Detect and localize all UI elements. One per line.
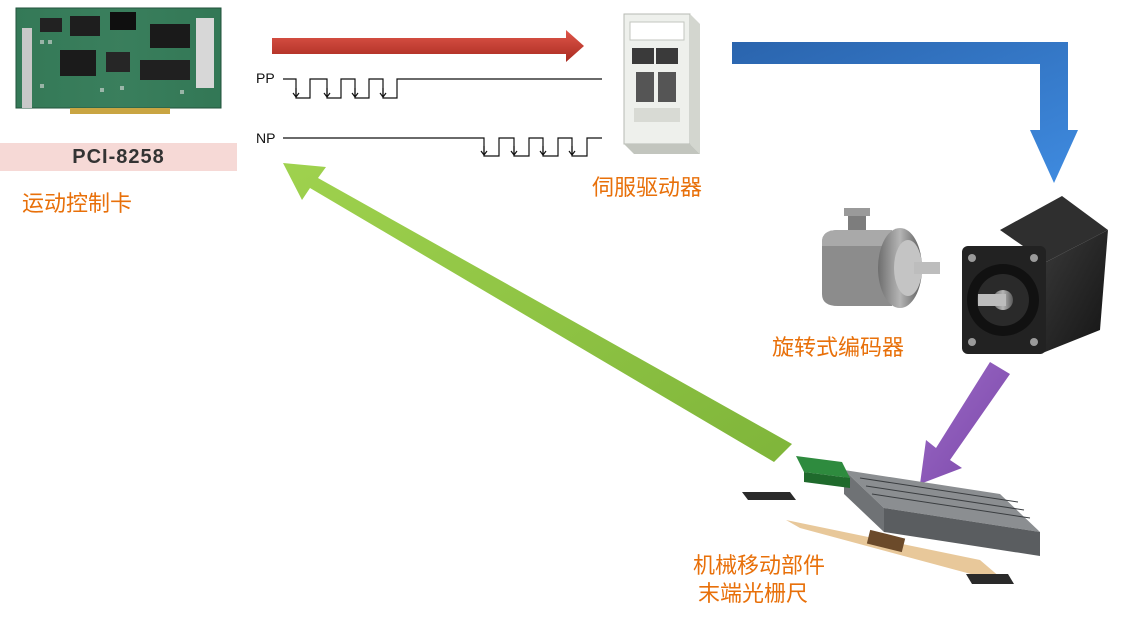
pp-pulse-train xyxy=(283,78,602,99)
servo-motor-image xyxy=(962,196,1108,354)
feedback-arrow-green xyxy=(283,163,792,462)
mechanism-label-line1: 机械移动部件 xyxy=(693,554,826,579)
np-pulse-train xyxy=(283,137,602,157)
pci-card-image xyxy=(15,7,222,114)
servo-driver-label: 伺服驱动器 xyxy=(592,176,703,201)
motion-card-label: 运动控制卡 xyxy=(22,192,133,217)
servo-driver-image xyxy=(623,13,700,154)
np-signal-label: NP xyxy=(256,130,276,146)
rotary-encoder-label: 旋转式编码器 xyxy=(772,336,905,361)
pp-signal-label: PP xyxy=(256,70,275,86)
card-model-caption: PCI-8258 xyxy=(0,143,237,171)
command-arrow-red xyxy=(272,30,584,62)
linear-stage-image xyxy=(742,456,1040,584)
drive-arrow-blue xyxy=(732,42,1078,183)
transmission-arrow-purple xyxy=(920,362,1010,484)
mechanism-label-line2: 末端光栅尺 xyxy=(698,582,809,607)
rotary-encoder-image xyxy=(822,208,940,308)
